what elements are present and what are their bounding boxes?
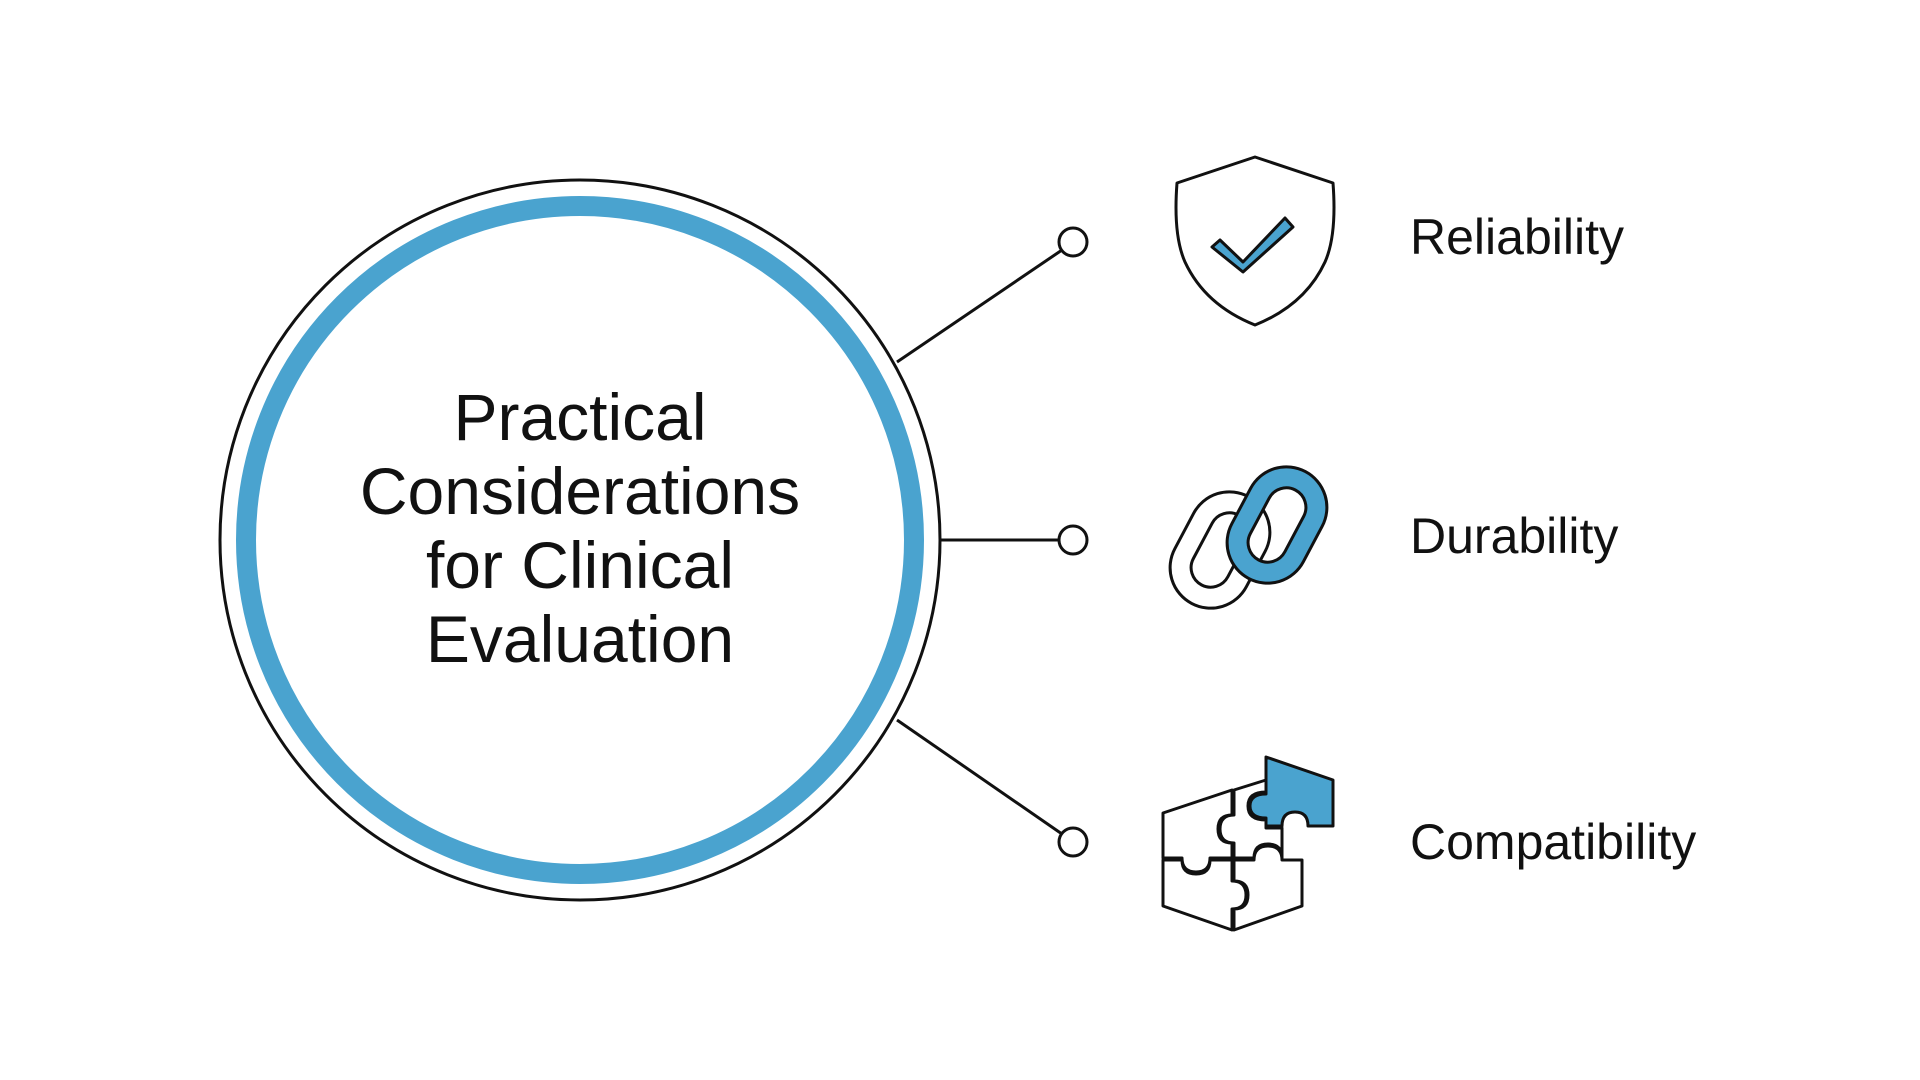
puzzle-pieces-icon <box>1161 755 1335 932</box>
connector-node <box>1057 826 1089 858</box>
chain-link-icon <box>1168 465 1329 610</box>
label-compatibility: Compatibility <box>1410 814 1697 870</box>
center-circle <box>218 178 942 902</box>
center-title: Practical Considerations for Clinical Ev… <box>300 380 860 676</box>
connector-reliability <box>896 226 1089 364</box>
center-title-line-1: Practical <box>453 380 707 454</box>
connector-line <box>896 248 1063 364</box>
label-durability: Durability <box>1410 508 1619 564</box>
connector-line <box>896 718 1063 836</box>
label-reliability: Reliability <box>1410 209 1624 265</box>
connector-durability <box>941 524 1089 556</box>
shield-check-icon <box>1174 155 1336 327</box>
center-circle-accent-ring <box>236 196 924 884</box>
connector-compatibility <box>896 718 1089 858</box>
center-circle-outer-ring <box>218 178 942 902</box>
connector-node <box>1057 226 1089 258</box>
center-title-line-2: Considerations <box>359 454 801 528</box>
center-title-line-4: Evaluation <box>425 602 735 676</box>
center-title-line-3: for Clinical <box>425 528 735 602</box>
connector-node <box>1057 524 1089 556</box>
